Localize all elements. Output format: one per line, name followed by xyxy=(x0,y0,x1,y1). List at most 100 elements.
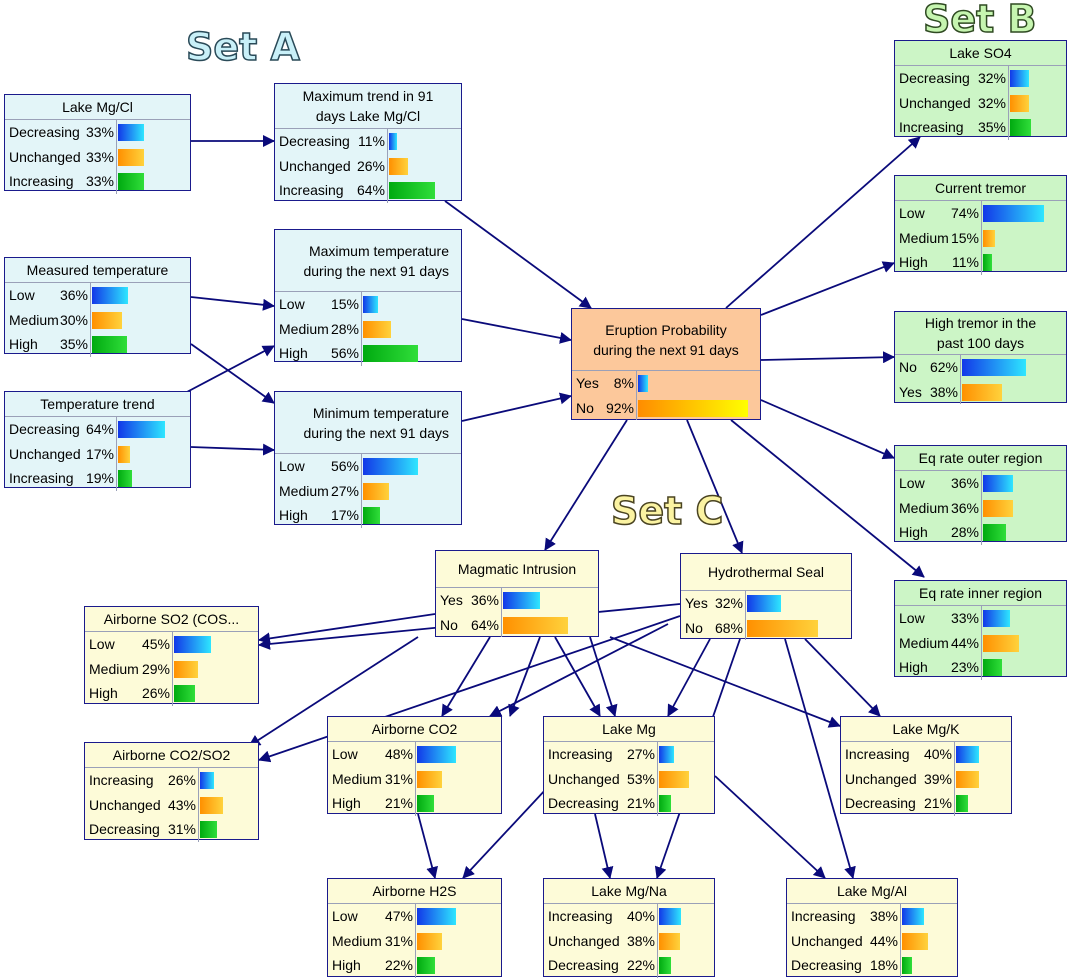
node-title-line: during the next 91 days xyxy=(593,341,739,358)
state-percent: 53% xyxy=(626,770,655,787)
state-label: Low xyxy=(279,458,305,474)
edge-magmatic-intrusion-to-airborne-co2 xyxy=(441,636,491,717)
node-title-line: Airborne SO2 (COS... xyxy=(103,611,240,627)
state-label: Medium xyxy=(279,482,329,499)
state-bar xyxy=(92,287,128,304)
state-label: Unchanged xyxy=(845,770,917,787)
state-label: Increasing xyxy=(845,746,910,762)
state-percent: 32% xyxy=(714,595,743,611)
state-percent: 21% xyxy=(626,795,655,811)
state-bar xyxy=(983,254,992,271)
edge-magmatic-intrusion-to-lake-mg-na xyxy=(589,636,618,717)
node-title-line: Eq rate inner region xyxy=(919,585,1042,601)
state-percent: 17% xyxy=(330,507,359,523)
